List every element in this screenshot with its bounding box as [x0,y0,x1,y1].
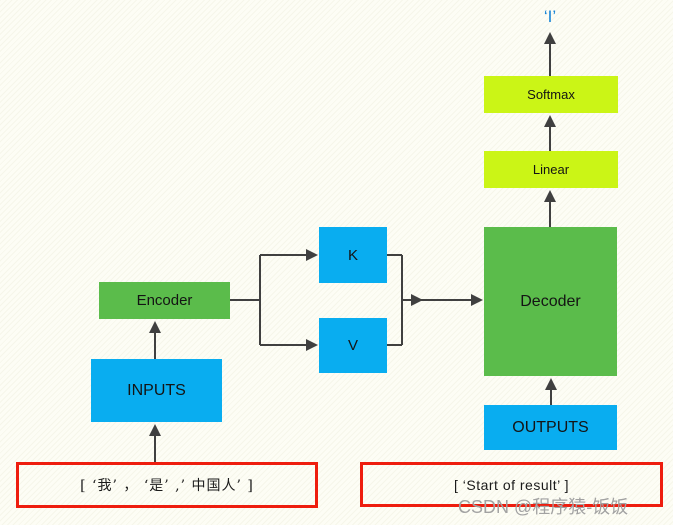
decoder-node: Decoder [484,227,617,376]
softmax-node: Softmax [484,76,618,113]
inputs-node: INPUTS [91,359,222,422]
key-node: K [319,227,387,283]
outputs-node: OUTPUTS [484,405,617,450]
predicted-token: ‘I’ [543,7,557,26]
outputs-label: OUTPUTS [512,418,589,436]
value-label: V [347,337,358,354]
wire-kv-merge [387,254,403,346]
encoder-label: Encoder [136,292,193,309]
encoder-input-caption-box: [ ‘我’ ， ‘是’ ,’ 中国人’ ] [16,462,318,508]
encoder-input-caption: [ ‘我’ ， ‘是’ ,’ 中国人’ ] [80,478,254,494]
decoder-label: Decoder [520,292,581,310]
wire-encoder-branch [230,255,261,345]
key-label: K [347,246,358,264]
value-node: V [319,318,387,373]
inputs-label: INPUTS [127,381,186,399]
linear-node: Linear [484,151,618,188]
softmax-label: Softmax [527,87,575,102]
decoder-input-caption: [ ‘Start of result’ ] [453,476,569,493]
linear-label: Linear [532,162,570,177]
encoder-node: Encoder [99,282,230,319]
watermark: CSDN @程序猿-饭饭 [458,497,629,517]
decoder-input-caption-box: [ ‘Start of result’ ] [360,462,663,507]
